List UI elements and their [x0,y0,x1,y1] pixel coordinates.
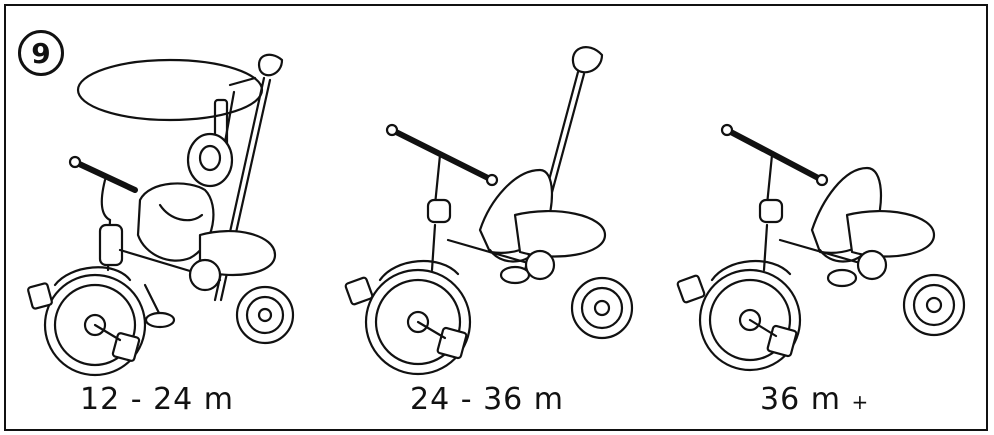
tricycle-icon [672,100,972,360]
tricycle-with-push-handle-icon [340,30,650,360]
stage-label-text: 36 m [760,382,841,417]
stage-label-1: 12 - 24 m [80,382,234,417]
stage-label-text: 12 - 24 m [80,382,235,417]
stage-label-2: 24 - 36 m [410,382,564,417]
step-number: 9 [31,36,51,70]
stage-label-3: 36 m + [760,382,869,417]
step-number-badge: 9 [18,30,64,76]
stage-label-suffix: + [851,390,870,414]
stage-label-text: 24 - 36 m [410,382,565,417]
tricycle-with-canopy-icon [20,30,320,360]
